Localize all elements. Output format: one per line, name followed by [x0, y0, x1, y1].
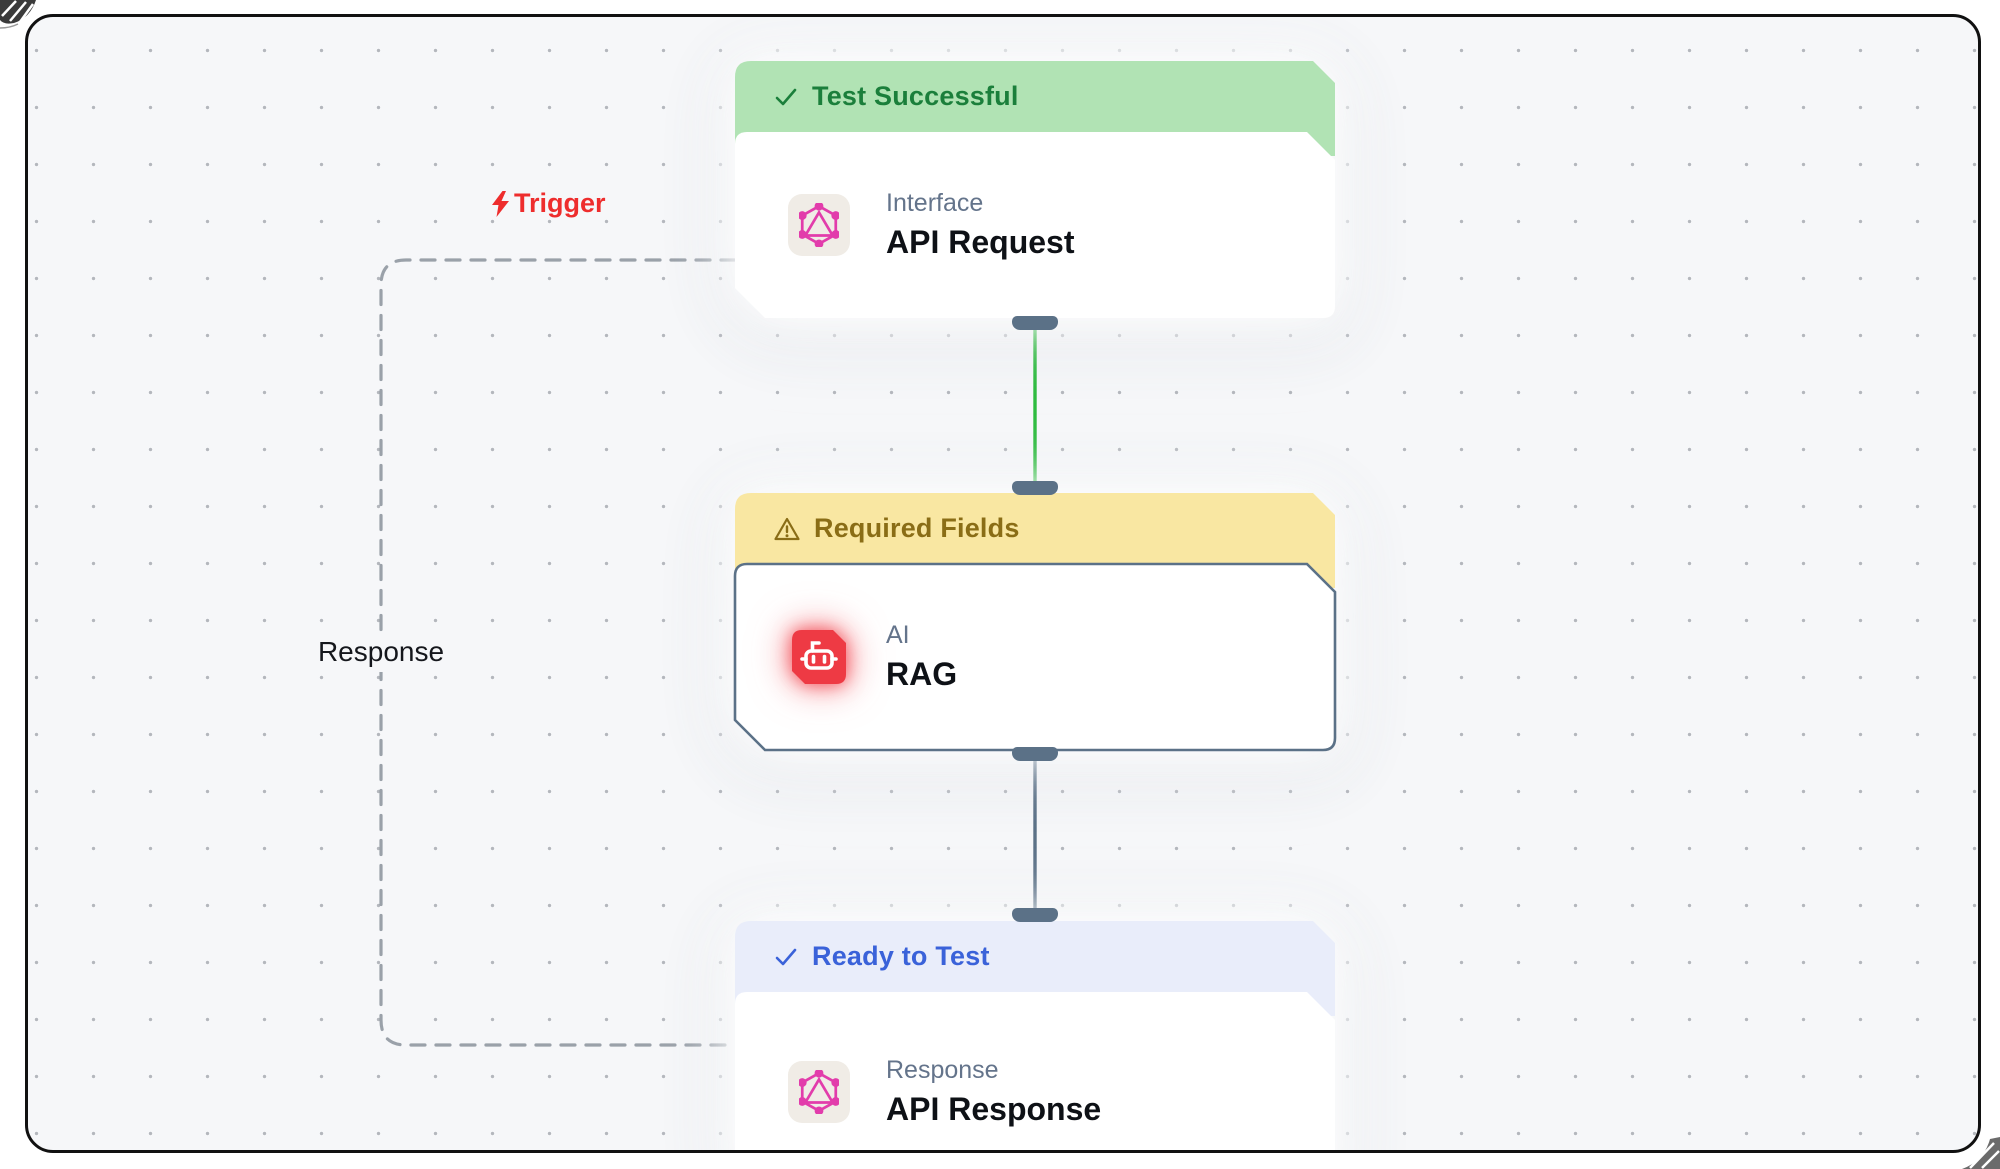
- node-api-response[interactable]: Ready to Test Res: [735, 921, 1335, 1150]
- node-status-header[interactable]: Test Successful: [735, 61, 1335, 132]
- status-badge: Ready to Test: [812, 941, 990, 971]
- response-edge-label: Response: [311, 632, 451, 672]
- node-title: API Response: [886, 1090, 1102, 1127]
- node-api-request[interactable]: Test Successful I: [735, 61, 1335, 318]
- node-rag[interactable]: Required Fields: [733, 493, 1337, 752]
- trigger-label-text: Trigger: [514, 188, 606, 218]
- graphql-icon: [788, 194, 850, 256]
- node-status-header[interactable]: Required Fields: [735, 493, 1335, 564]
- status-badge: Test Successful: [812, 81, 1019, 111]
- trigger-edge-label: Trigger: [490, 188, 606, 219]
- node-card-shape: [735, 992, 1335, 1150]
- robot-ai-icon: [792, 630, 846, 684]
- warning-icon: [774, 517, 800, 540]
- node-card[interactable]: Response API Response: [735, 992, 1335, 1150]
- node-card-shape: [735, 132, 1335, 318]
- lightning-bolt-icon: [492, 190, 509, 217]
- node-status-header[interactable]: Ready to Test: [735, 921, 1335, 992]
- handle-api-response-input[interactable]: [1012, 908, 1058, 922]
- check-icon: [775, 948, 797, 965]
- flow-canvas[interactable]: Trigger Response Test Successful: [25, 14, 1981, 1153]
- handle-rag-input[interactable]: [1012, 481, 1058, 495]
- node-type-label: Response: [886, 1056, 999, 1085]
- node-card-shape: [733, 562, 1337, 752]
- handle-api-request-output[interactable]: [1012, 316, 1058, 330]
- response-label-text: Response: [317, 636, 445, 667]
- node-title: RAG: [886, 655, 958, 692]
- status-badge: Required Fields: [814, 513, 1020, 543]
- node-type-label: AI: [886, 621, 910, 650]
- handle-rag-output[interactable]: [1012, 747, 1058, 761]
- node-card[interactable]: Interface API Request: [735, 132, 1335, 318]
- check-icon: [775, 88, 797, 105]
- node-title: API Request: [886, 223, 1075, 260]
- node-type-label: Interface: [886, 189, 984, 218]
- node-card[interactable]: AI RAG: [735, 564, 1335, 750]
- graphql-icon: [788, 1061, 850, 1123]
